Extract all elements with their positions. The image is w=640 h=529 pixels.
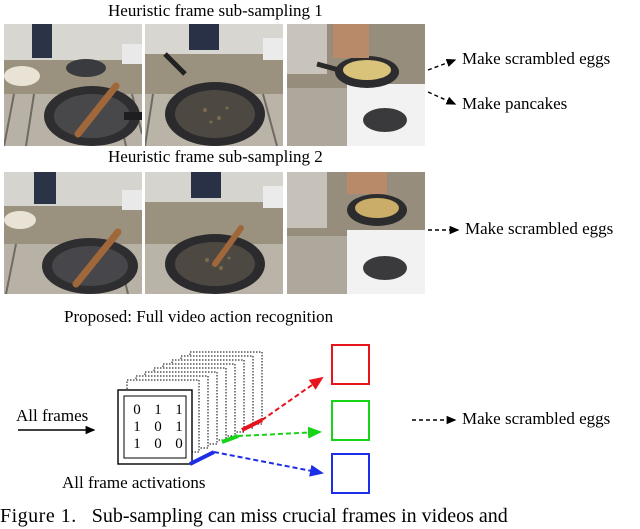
figure-caption-text: Sub-sampling can miss crucial frames in … <box>91 505 508 527</box>
green-arrow <box>237 426 322 439</box>
matrix-cell: 1 <box>175 419 183 435</box>
all-frame-activations-label: All frame activations <box>62 473 206 492</box>
matrix-cell: 0 <box>133 402 141 418</box>
blue-segment <box>189 450 215 466</box>
frame-2-3-flipping-eggs-photo <box>287 172 425 294</box>
matrix-cell: 1 <box>175 402 183 418</box>
activation-inner-box <box>123 395 187 459</box>
red-arrow <box>261 376 324 421</box>
row1-label-pancakes: Make pancakes <box>462 94 568 113</box>
frame-1-2-empty-pan-photo <box>145 24 283 146</box>
frame-1-3-scrambling-eggs-photo <box>287 24 425 146</box>
matrix-cell: 1 <box>133 419 141 435</box>
blue-output-box <box>331 453 370 494</box>
row2-label-scrambled-eggs: Make scrambled eggs <box>465 219 614 238</box>
figure-caption-label: Figure 1. <box>0 505 77 527</box>
matrix-cell: 0 <box>154 436 162 452</box>
all-frames-label: All frames <box>16 406 89 425</box>
frame-2-1-pan-with-spatula-photo <box>4 172 142 294</box>
green-segment <box>221 434 239 444</box>
frame-2-2-empty-pan-photo <box>145 172 283 294</box>
proposed-label-scrambled-eggs: Make scrambled eggs <box>462 409 611 428</box>
row1-title: Heuristic frame sub-sampling 1 <box>108 1 323 20</box>
matrix-cell: 0 <box>175 436 183 452</box>
matrix-cell: 0 <box>154 419 162 435</box>
row1-arrow-pancakes <box>427 91 457 105</box>
red-segment <box>241 418 263 432</box>
red-output-box <box>331 344 370 385</box>
blue-arrow <box>213 451 324 477</box>
figure-caption: Figure 1. Sub-sampling can miss crucial … <box>0 505 640 528</box>
green-output-box <box>331 400 370 441</box>
matrix-cell: 1 <box>154 402 162 418</box>
row1-arrow-eggs <box>427 58 457 71</box>
frame-1-1-pan-with-spatula-photo <box>4 24 142 146</box>
matrix-cell: 1 <box>133 436 141 452</box>
proposed-title: Proposed: Full video action recognition <box>64 307 334 326</box>
row2-title: Heuristic frame sub-sampling 2 <box>108 147 323 166</box>
row1-label-scrambled-eggs: Make scrambled eggs <box>462 49 611 68</box>
